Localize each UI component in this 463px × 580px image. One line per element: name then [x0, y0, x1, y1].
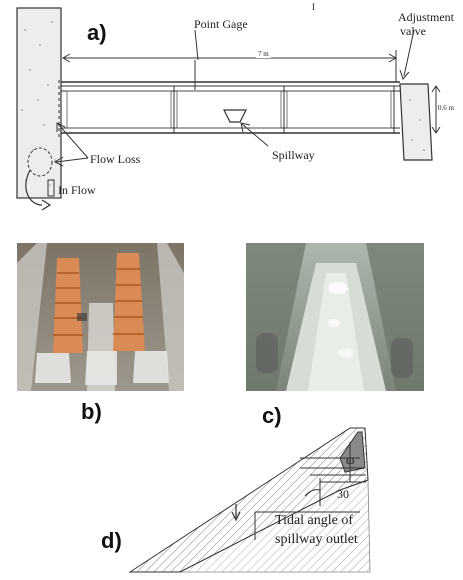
panel-b-label: b): [81, 399, 102, 424]
flow-loss-label: Flow Loss: [90, 152, 141, 166]
panel-c-label: c): [262, 403, 282, 428]
valve-label: valve: [400, 24, 426, 38]
spillway-section: [128, 427, 371, 573]
adjustment-label: Adjustment: [398, 10, 454, 24]
photo-b: [17, 243, 184, 391]
length-label: 7 m: [256, 50, 271, 58]
inlet-tank: [16, 7, 62, 199]
tidal-label-line2: spillway outlet: [275, 532, 358, 547]
spillway-shape: [223, 109, 247, 123]
tidal-label-line1: Tidal angle of: [275, 513, 354, 528]
flume-schematic: [16, 7, 441, 211]
in-flow-label: In Flow: [58, 183, 96, 197]
in-flow-box: [47, 179, 55, 197]
angle-value: 30: [337, 487, 349, 501]
panel-a-label: a): [87, 20, 107, 45]
tick-mark: I: [312, 2, 315, 12]
point-gage-label: Point Gage: [194, 17, 248, 31]
stepped-chute-left: [53, 258, 83, 353]
spillway-label: Spillway: [272, 148, 315, 162]
outlet-tank: [399, 83, 433, 161]
panel-d-label: d): [101, 528, 122, 553]
height-label: 0.6 m: [438, 104, 454, 112]
stepped-chute-right: [113, 253, 145, 351]
flow-loss-circle: [27, 147, 53, 177]
photo-c: [246, 243, 424, 391]
omega-symbol: ω: [346, 452, 355, 467]
spillway-head: [339, 431, 366, 473]
